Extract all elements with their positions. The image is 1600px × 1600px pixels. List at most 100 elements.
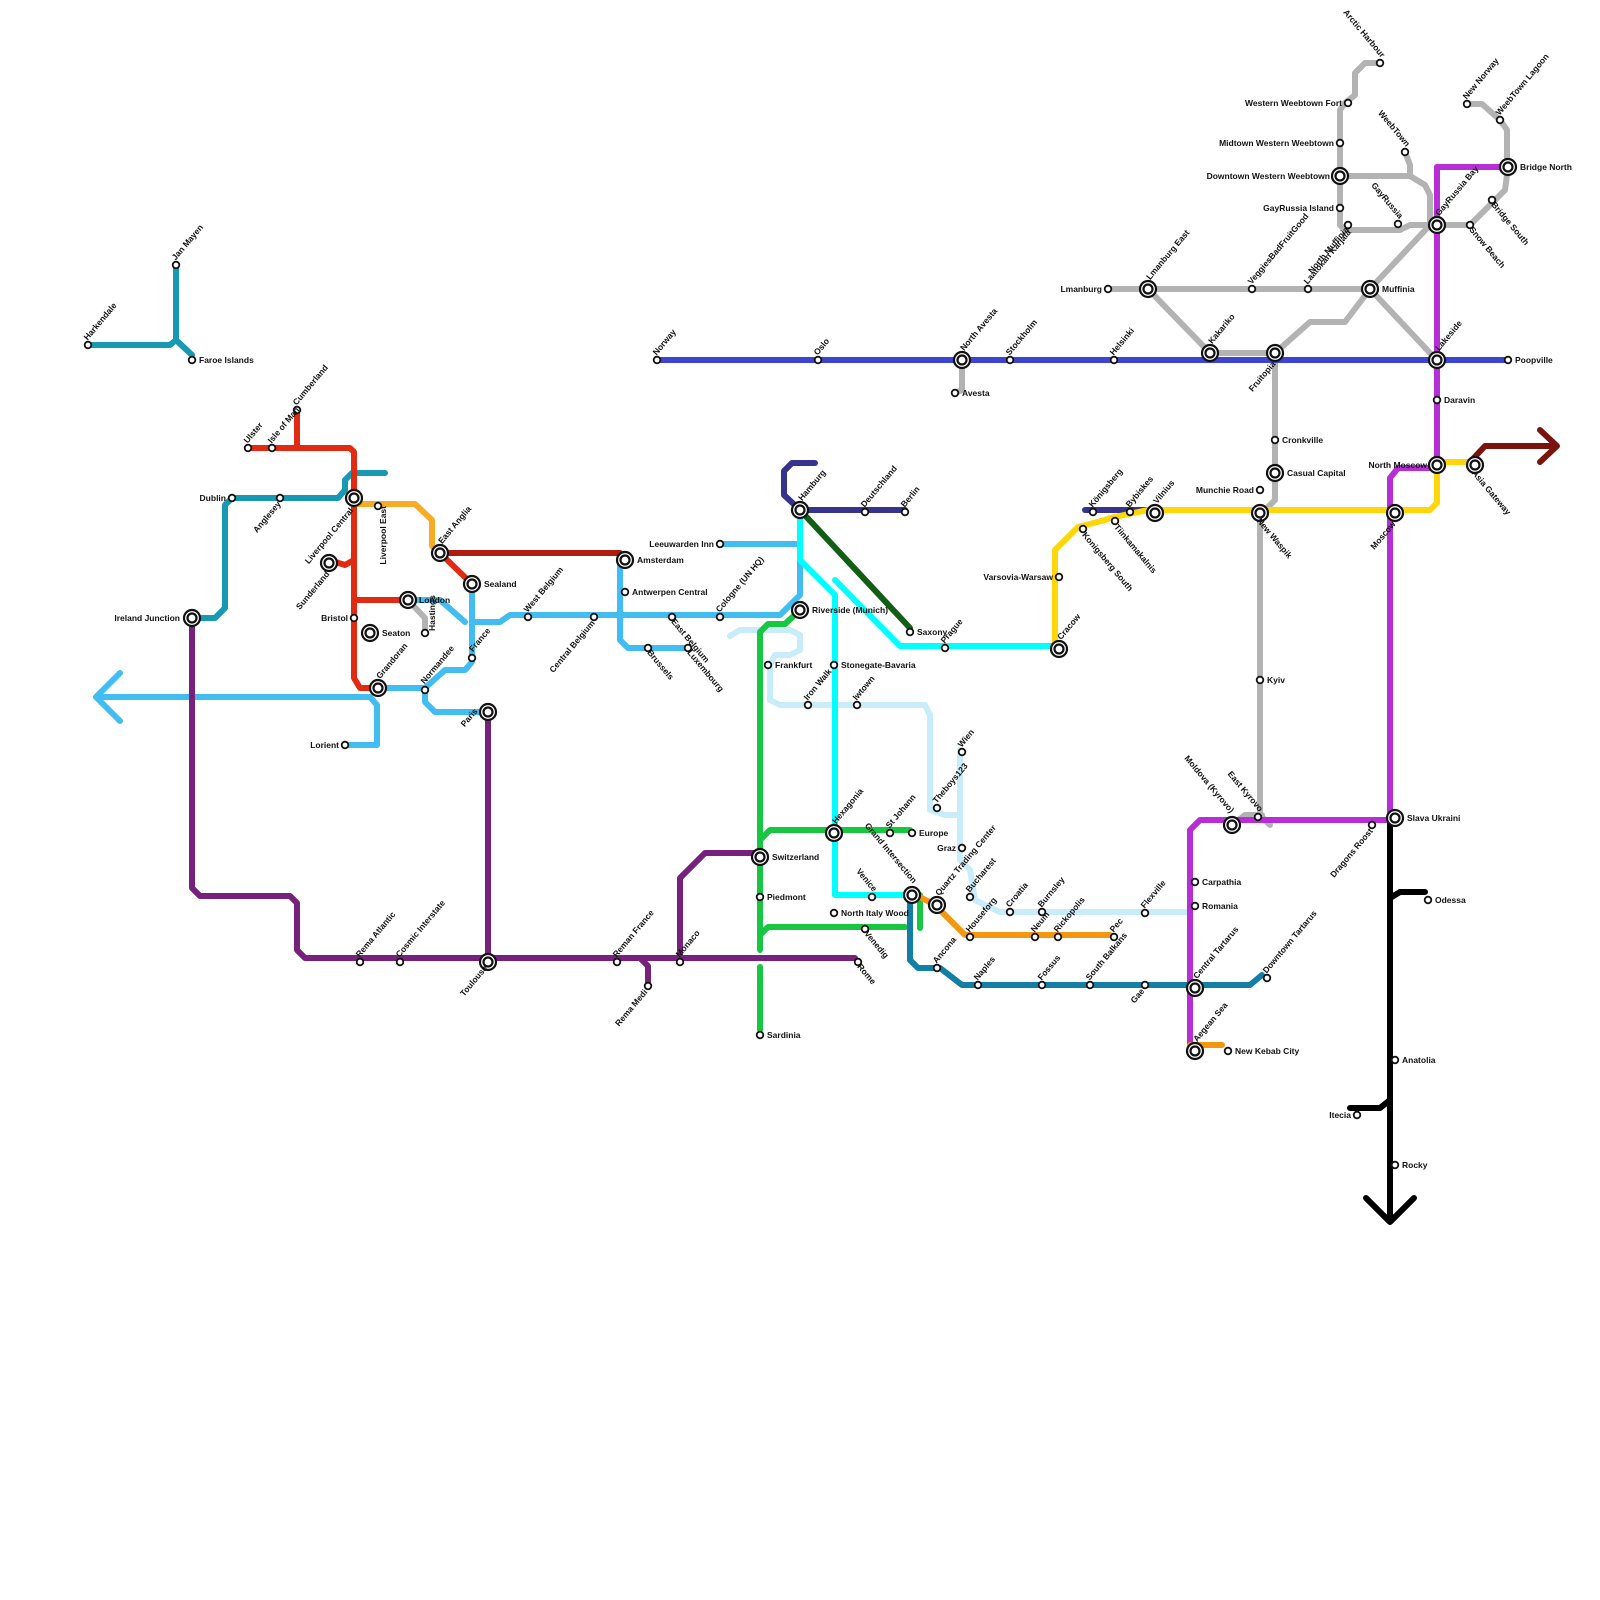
station-label[interactable]: Sunderland [294,569,332,611]
station-label[interactable]: Romania [1202,901,1238,911]
station-label[interactable]: Brussels [645,648,676,682]
station-label[interactable]: Fossus [1036,953,1063,982]
station-label[interactable]: Kyiv [1267,675,1285,685]
station-label[interactable]: Burnsley [1036,875,1067,910]
station-label[interactable]: Muffinia [1382,284,1415,294]
station-label[interactable]: Varsovia-Warsaw [983,572,1053,582]
station-label[interactable]: Grandoran [374,641,410,681]
station-label[interactable]: Dragons Roost [1328,826,1375,879]
station-label[interactable]: Snow Beach [1467,225,1507,270]
station-label[interactable]: Bridge South [1489,200,1531,247]
station-label[interactable]: Cologne (UN HQ) [714,554,766,614]
station-label[interactable]: Western Weebtown Fort [1245,98,1342,108]
station-label[interactable]: Downtown Tartarus [1261,908,1319,975]
station-label[interactable]: New Norway [1461,56,1501,101]
station-label[interactable]: Iron Walk [802,666,834,702]
station-label[interactable]: Seaton [382,628,410,638]
station-label[interactable]: Cracow [1055,611,1083,641]
station-label[interactable]: Riverside (Munich) [812,605,888,615]
station-label[interactable]: GayRussia [1369,180,1405,220]
station-label[interactable]: Lmanburg East [1144,228,1192,282]
station-label[interactable]: Kakariko [1206,312,1237,346]
station-label[interactable]: Downtown Western Weebtown [1207,171,1330,181]
station-label[interactable]: Lmanburg [1060,284,1102,294]
station-label[interactable]: North Avesta [958,306,999,353]
station-label[interactable]: GayRussia Bay [1433,164,1481,218]
station-label[interactable]: Lorient [310,740,339,750]
station-label[interactable]: Anatolia [1402,1055,1436,1065]
station-label[interactable]: Casual Capital [1287,468,1346,478]
station-label[interactable]: Odessa [1435,895,1466,905]
station-label[interactable]: Frankfurt [775,660,812,670]
station-label[interactable]: Harkendale [82,300,119,342]
station-label[interactable]: Iwtown [851,674,877,702]
station-label[interactable]: Amsterdam [637,555,684,565]
station-label[interactable]: Bristol [321,613,348,623]
station-label[interactable]: Ulster [242,420,266,445]
station-label[interactable]: Asia Gateway [1470,468,1513,517]
station-label[interactable]: Norway [651,327,679,357]
station-label[interactable]: Anglesey [251,499,283,535]
station-label[interactable]: New Kebab City [1235,1046,1300,1056]
station-label[interactable]: Reman France [611,908,656,960]
station-label[interactable]: Avesta [962,388,990,398]
station-label[interactable]: Switzerland [772,852,819,862]
station-label[interactable]: Moscow [1368,519,1397,551]
station-label[interactable]: Helsinki [1108,326,1137,357]
station-label[interactable]: St Johann [884,792,918,830]
station-label[interactable]: Theboys123 [931,761,970,805]
station-label[interactable]: Central Tartarus [1191,924,1241,980]
station-label[interactable]: Königsberg [1087,466,1125,509]
station-label[interactable]: Europe [919,828,949,838]
station-label[interactable]: Flexville [1139,878,1168,910]
station-label[interactable]: Stonegate-Bavaria [841,660,916,670]
station-label[interactable]: Oslo [812,336,832,357]
station-label[interactable]: Daravin [1444,395,1475,405]
station-label[interactable]: WeebTown Lagoon [1494,52,1551,118]
station-label[interactable]: North Moscow [1368,460,1427,470]
station-label[interactable]: Midtown Western Weebtown [1219,138,1334,148]
station-label[interactable]: Central Belgium [547,618,597,675]
station-label[interactable]: VeggiesBadFruitGood [1246,211,1311,286]
station-label[interactable]: Rema Atlantic [354,909,398,959]
station-label[interactable]: Leeuwarden Inn [649,539,714,549]
station-label[interactable]: Faroe Islands [199,355,254,365]
station-label[interactable]: Toulouse [458,963,490,998]
station-label[interactable]: Liverpool East [378,506,388,565]
station-label[interactable]: Arctic Harbour [1341,7,1387,60]
station-label[interactable]: Rome [855,962,878,987]
station-label[interactable]: Jan Mayen [170,222,206,262]
station-label[interactable]: Munchie Road [1196,485,1254,495]
station-label[interactable]: West Belgium [522,564,566,614]
station-label[interactable]: Dublin [200,493,226,503]
station-label[interactable]: GayRussia Island [1263,203,1334,213]
station-label[interactable]: Moldova (Kyrovo) [1182,753,1236,815]
station-label[interactable]: Vilnius [1151,478,1177,506]
station-label[interactable]: Ireland Junction [114,613,180,623]
station-label[interactable]: Croatia [1004,880,1031,909]
station-label[interactable]: East Anglia [436,504,473,546]
station-label[interactable]: Ancona [931,935,959,966]
station-label[interactable]: North Muffinia [1306,225,1351,276]
station-label[interactable]: Hastings [427,595,437,631]
station-label[interactable]: Stockholm [1004,317,1040,357]
station-label[interactable]: Rema Medi [613,987,650,1028]
station-label[interactable]: Aegean Sea [1191,1000,1230,1044]
station-label[interactable]: Deutschland [859,464,899,510]
station-label[interactable]: Naples [972,954,998,982]
station-label[interactable]: Cumberland [291,363,331,407]
station-label[interactable]: WeebTown [1376,108,1412,148]
station-label[interactable]: Rocky [1402,1160,1428,1170]
station-label[interactable]: Poopville [1515,355,1553,365]
station-label[interactable]: Hamburg [796,468,828,503]
station-label[interactable]: Piedmont [767,892,806,902]
station-label[interactable]: Venedig [862,929,891,960]
station-label[interactable]: Cosmic Interstate [394,898,448,959]
station-label[interactable]: Itecia [1329,1110,1351,1120]
station-label[interactable]: Wien [956,727,977,749]
station-label[interactable]: North Italy Wood [841,908,909,918]
station-label[interactable]: Venice [854,866,879,893]
station-label[interactable]: Antwerpen Central [632,587,708,597]
station-label[interactable]: Bridge North [1520,162,1572,172]
station-label[interactable]: Sealand [484,579,517,589]
